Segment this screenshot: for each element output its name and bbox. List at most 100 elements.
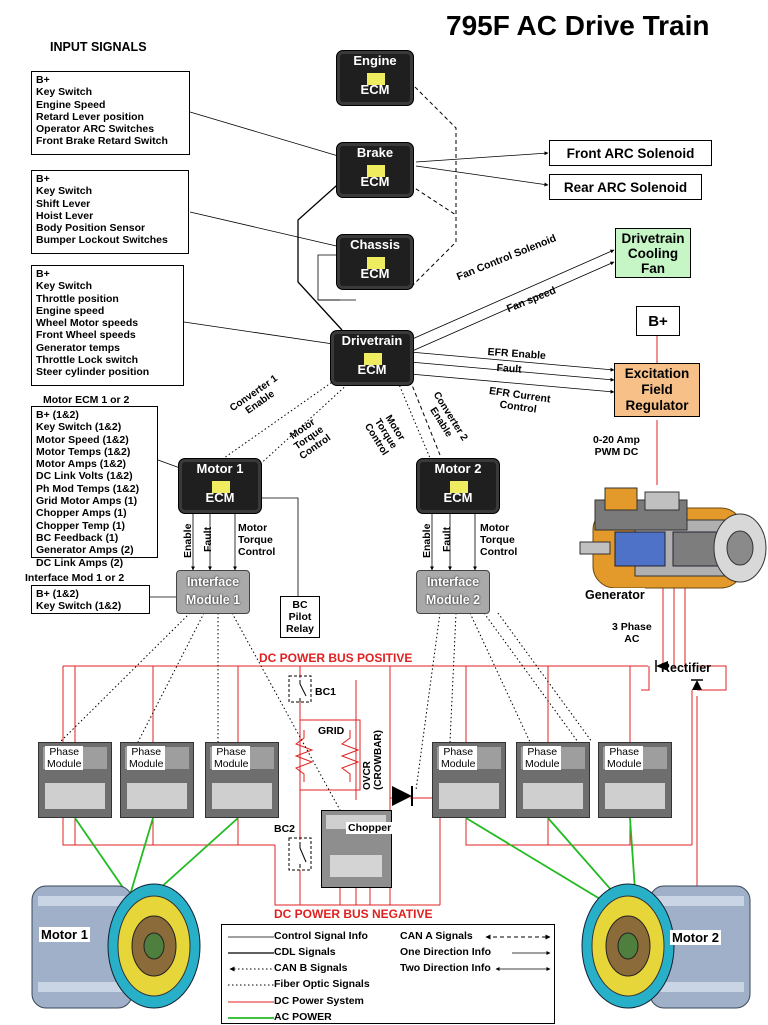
rear-arc-solenoid: Rear ARC Solenoid <box>549 174 702 200</box>
m1-enable-label: Enable <box>182 523 194 558</box>
motor-2-icon <box>581 883 751 1009</box>
label-line: Module <box>607 758 642 770</box>
drivetrain-cooling-fan: Drivetrain Cooling Fan <box>615 228 691 278</box>
efr-label: Field <box>641 382 673 397</box>
ovcr-label: OVCR(CROWBAR) <box>362 730 384 790</box>
label-line: Module <box>441 758 476 770</box>
label-line: Torque <box>480 534 515 546</box>
ecm-name: Motor 1 <box>196 461 244 476</box>
generator: Generator <box>575 480 768 605</box>
module-name: Module 1 <box>185 593 241 607</box>
page-title: 795F AC Drive Train <box>446 10 710 41</box>
phase-module-terminals <box>605 783 665 809</box>
label-line: Control <box>238 546 276 558</box>
label-line: Phase <box>216 746 247 758</box>
grid-label: GRID <box>318 725 345 737</box>
input-item: Engine Speed <box>36 98 106 111</box>
interface-inputs: B+ (1&2) Key Switch (1&2) <box>31 585 150 614</box>
input-item: B+ (1&2) <box>36 588 79 600</box>
bc1-label: BC1 <box>315 686 337 698</box>
ecm-sub: ECM <box>360 266 390 281</box>
motor-2: Motor 2 <box>578 872 758 1020</box>
input-item: Retard Lever position <box>36 110 144 123</box>
input-item: Key Switch <box>36 185 93 198</box>
fault-label: Fault <box>496 362 523 376</box>
motor-ecm-inputs: B+ (1&2) Key Switch (1&2) Motor Speed (1… <box>31 406 158 569</box>
input-item: Shift Lever <box>36 197 91 210</box>
label-line: Phase <box>609 746 640 758</box>
module-name: Interface <box>426 575 480 589</box>
ecm-chip <box>367 165 385 177</box>
input-item: Motor Speed (1&2) <box>36 433 129 446</box>
input-item: Generator Amps (2) <box>36 544 134 557</box>
relay-label: Relay <box>285 623 315 635</box>
input-item: Key Switch <box>36 86 93 99</box>
input-item: B+ (1&2) <box>36 409 79 421</box>
label-line: Torque <box>238 534 273 546</box>
legend-item: Fiber Optic Signals <box>274 978 370 990</box>
input-item: Motor Temps (1&2) <box>36 445 131 458</box>
phase-module-terminals <box>523 783 583 809</box>
ecm-motor1: Motor 1 ECM <box>178 458 262 514</box>
input-item: B+ <box>36 268 50 280</box>
input-item: Key Switch (1&2) <box>36 600 122 613</box>
bplus-supply: B+ <box>636 306 680 336</box>
module-name: Module 2 <box>425 593 481 607</box>
ecm-chip <box>367 257 385 269</box>
input-signals-heading: INPUT SIGNALS <box>50 40 147 54</box>
label-line: OVCR <box>362 761 373 790</box>
motor-2-label: Motor 2 <box>670 930 721 945</box>
input-item: Body Position Sensor <box>36 222 146 235</box>
ecm-drivetrain: Drivetrain ECM <box>330 330 414 386</box>
motor-1-icon <box>31 883 201 1009</box>
input-item: Hoist Lever <box>36 209 94 222</box>
input-item: Front Wheel speeds <box>36 329 136 342</box>
ecm-chip <box>212 481 230 493</box>
legend-item: One Direction Info <box>400 946 492 958</box>
ecm-chip <box>450 481 468 493</box>
legend: Control Signal Info CDL Signals CAN B Si… <box>221 924 555 1024</box>
drivetrain-inputs: B+ Key Switch Throttle position Engine s… <box>31 265 184 386</box>
fan-label: Fan <box>640 260 665 276</box>
input-item: B+ <box>36 74 50 86</box>
phase-module-terminals <box>212 783 272 809</box>
ecm-engine: Engine ECM <box>336 50 414 106</box>
generator-label: Generator <box>585 588 645 602</box>
legend-item: AC POWER <box>274 1011 332 1023</box>
fan-label: Drivetrain <box>621 230 685 246</box>
ecm-sub: ECM <box>360 82 390 97</box>
input-item: Steer cylinder position <box>36 366 150 379</box>
engine-brake-inputs: B+ Key Switch Engine Speed Retard Lever … <box>31 71 190 155</box>
ecm-sub: ECM <box>443 490 473 505</box>
label-line: Module <box>214 758 249 770</box>
input-item: Motor Amps (1&2) <box>36 458 127 471</box>
ecm-name: Drivetrain <box>341 333 403 348</box>
m2-enable-label: Enable <box>421 523 433 558</box>
rectifier-label: Rectifier <box>661 661 712 675</box>
input-item: Front Brake Retard Switch <box>36 135 168 148</box>
ecm-chip <box>367 73 385 85</box>
phase-module-terminals <box>127 783 187 809</box>
ecm-sub: ECM <box>205 490 235 505</box>
legend-item: CAN A Signals <box>400 930 473 942</box>
ac-power-wiring <box>74 817 636 906</box>
cdl-link <box>297 177 346 331</box>
label-line: 0-20 Amp <box>593 434 640 446</box>
generator-icon <box>579 487 767 589</box>
ecm-brake: Brake ECM <box>336 142 414 198</box>
label-line: AC <box>624 633 640 645</box>
input-item: Throttle Lock switch <box>36 354 139 367</box>
ecm-name: Motor 2 <box>434 461 482 476</box>
